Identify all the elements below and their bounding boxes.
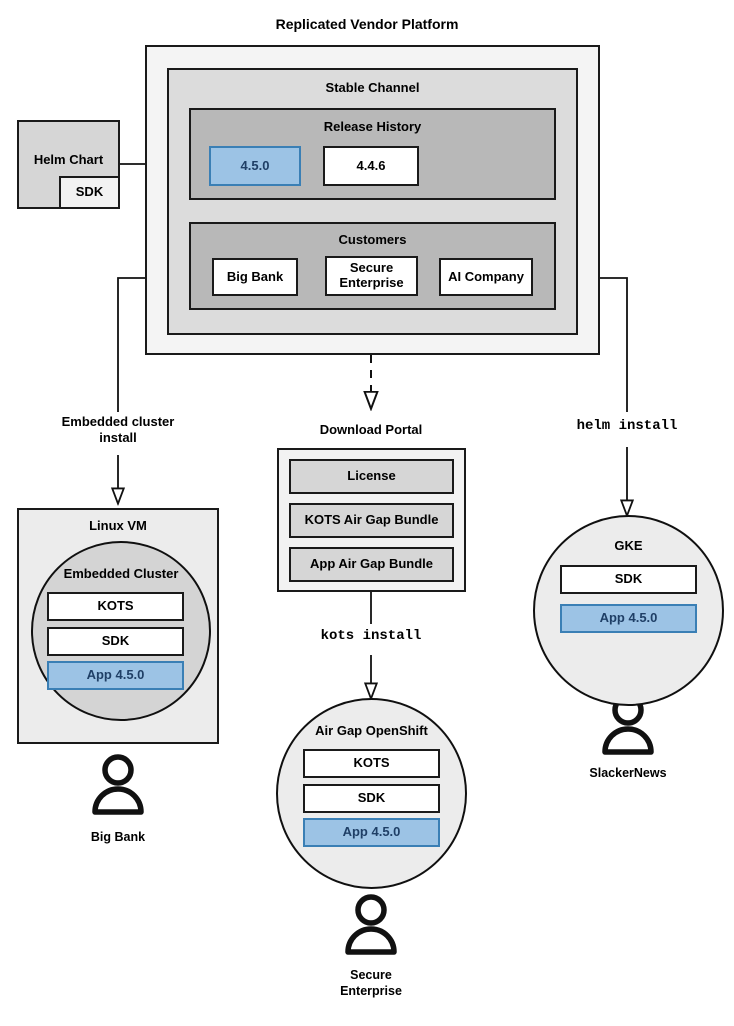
air-gap-openshift-component-kots: KOTS [303, 749, 440, 778]
helm-chart-sdk-chip: SDK [59, 176, 120, 209]
stable-channel-title: Stable Channel [325, 80, 420, 95]
portal-asset-app-air-gap-bundle[interactable]: App Air Gap Bundle [289, 547, 454, 582]
helm-chart-label: Helm Chart [33, 152, 104, 167]
diagram-title: Replicated Vendor Platform [275, 16, 459, 32]
avatar-secure-enterprise [345, 894, 397, 955]
customer-chip-ai-company[interactable]: AI Company [439, 258, 533, 296]
linux-vm-component-app: App 4.5.0 [47, 661, 184, 690]
air-gap-openshift-component-app: App 4.5.0 [303, 818, 440, 847]
gke-component-sdk: SDK [560, 565, 697, 594]
customer-chip-secure-enterprise[interactable]: Secure Enterprise [325, 256, 418, 296]
linux-vm-title: Linux VM [89, 518, 147, 533]
customer-chip-big-bank[interactable]: Big Bank [212, 258, 298, 296]
flow-label-kots-install: kots install [320, 628, 422, 644]
flow-label-embedded-cluster-install: Embedded cluster install [61, 414, 175, 446]
flow-label-helm-install: helm install [576, 418, 678, 434]
customer-label-secure-enterprise: Secure Enterprise [340, 968, 402, 998]
air-gap-openshift-component-sdk: SDK [303, 784, 440, 813]
portal-asset-license[interactable]: License [289, 459, 454, 494]
gke-component-app: App 4.5.0 [560, 604, 697, 633]
avatar-big-bank [92, 754, 144, 815]
release-history-title: Release History [323, 119, 422, 134]
customer-label-big-bank: Big Bank [90, 830, 146, 844]
embedded-cluster-title: Embedded Cluster [63, 566, 179, 581]
linux-vm-component-sdk: SDK [47, 627, 184, 656]
customers-title: Customers [338, 232, 407, 247]
gke-title: GKE [614, 538, 643, 553]
download-portal-title: Download Portal [319, 422, 423, 437]
customer-label-slackernews: SlackerNews [589, 766, 667, 780]
air-gap-openshift-title: Air Gap OpenShift [315, 723, 428, 738]
linux-vm-component-kots: KOTS [47, 592, 184, 621]
release-chip-4-4-6[interactable]: 4.4.6 [323, 146, 419, 186]
release-chip-4-5-0[interactable]: 4.5.0 [209, 146, 301, 186]
portal-asset-kots-air-gap-bundle[interactable]: KOTS Air Gap Bundle [289, 503, 454, 538]
